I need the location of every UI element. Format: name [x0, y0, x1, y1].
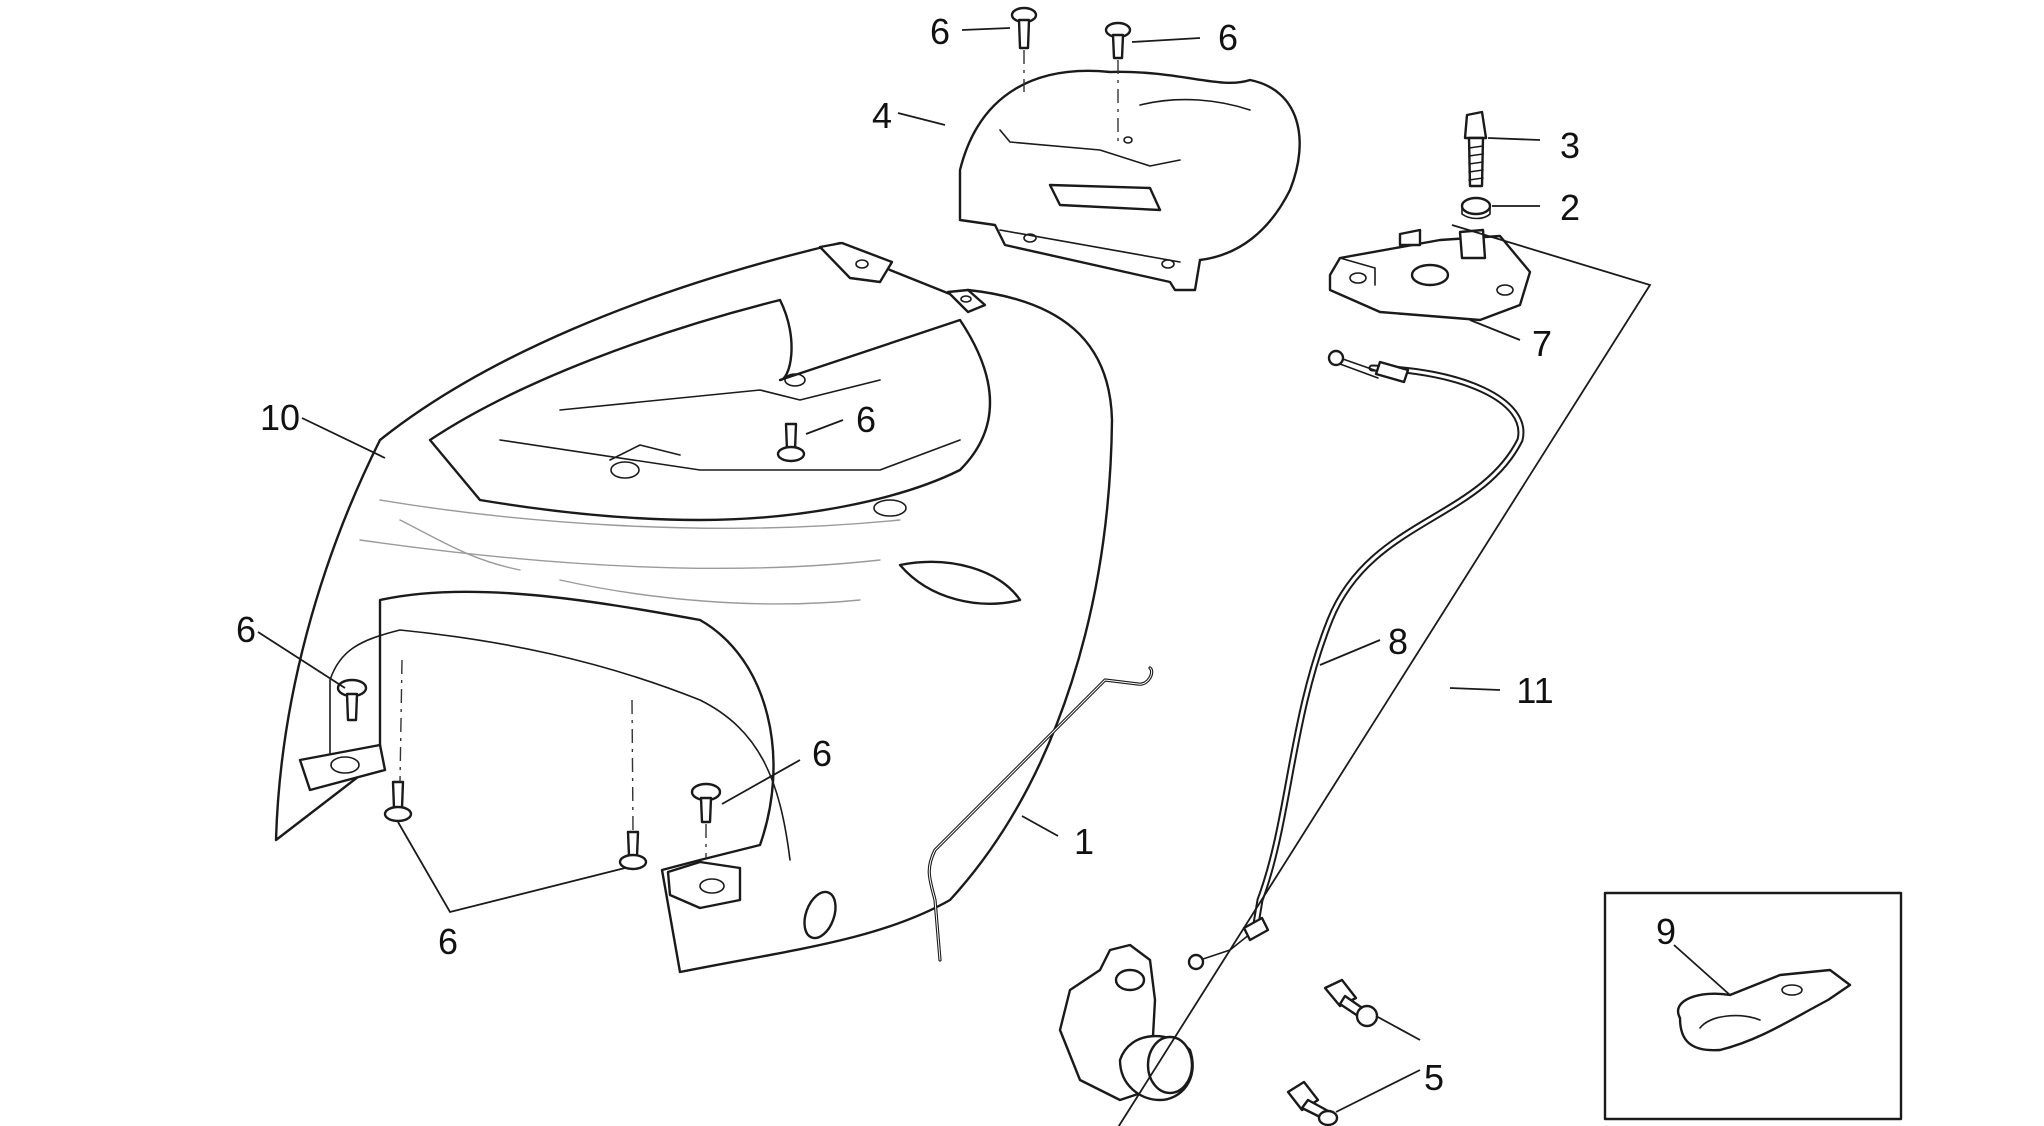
leader-7	[1469, 319, 1521, 341]
leader-6b	[1131, 37, 1201, 43]
inset-box	[1603, 891, 1903, 1121]
callout-1: 1	[1074, 821, 1094, 862]
clip	[1676, 968, 1852, 1052]
tail-fairing	[274, 241, 1114, 974]
leader-11	[1449, 687, 1501, 691]
axis-line-middle	[631, 699, 634, 831]
leader-9	[1673, 944, 1731, 996]
screw-top-right	[1104, 21, 1132, 60]
leader-6a	[961, 27, 1011, 31]
screw-top-left	[1010, 6, 1038, 50]
screw-bottom-middle	[618, 830, 648, 871]
lock-bracket	[1328, 228, 1532, 322]
screw-left	[336, 678, 368, 722]
leader-10	[301, 417, 386, 459]
release-rod	[927, 666, 1154, 962]
callout-5: 5	[1424, 1057, 1444, 1098]
callout-6-bottom: 6	[438, 921, 458, 962]
leader-6e	[721, 759, 801, 805]
screw-center	[776, 422, 806, 463]
callout-3: 3	[1560, 125, 1580, 166]
leader-6c	[805, 419, 844, 435]
washer	[1460, 196, 1492, 220]
release-cable	[1187, 349, 1525, 971]
leader-5	[1335, 1015, 1421, 1113]
callout-8: 8	[1388, 621, 1408, 662]
socket-bolt	[1463, 110, 1488, 188]
seat-cover	[958, 69, 1301, 292]
callout-9: 9	[1656, 911, 1676, 952]
leader-1	[1021, 815, 1059, 837]
screw-bottom-right	[690, 782, 722, 824]
callout-7: 7	[1532, 323, 1552, 364]
callout-6-center: 6	[856, 399, 876, 440]
callout-2: 2	[1560, 187, 1580, 228]
axis-line-left	[399, 659, 403, 783]
leader-4	[897, 112, 946, 126]
screw-5-lower	[1286, 1080, 1339, 1126]
screw-5-upper	[1323, 978, 1379, 1028]
callout-10: 10	[260, 397, 300, 438]
callout-6-left: 6	[236, 609, 256, 650]
leader-3	[1487, 137, 1541, 141]
leader-6d	[257, 631, 346, 689]
callout-6-top-left: 6	[930, 11, 950, 52]
screw-bottom-left	[383, 780, 413, 823]
leader-8	[1319, 639, 1381, 666]
callout-4: 4	[872, 95, 892, 136]
leader-11-bracket	[1117, 224, 1652, 1126]
lock-cylinder	[1058, 943, 1194, 1102]
callout-11: 11	[1516, 670, 1553, 711]
callout-6-bottom-right: 6	[812, 733, 832, 774]
callout-6-top-right: 6	[1218, 17, 1238, 58]
leader-6f	[397, 821, 626, 914]
